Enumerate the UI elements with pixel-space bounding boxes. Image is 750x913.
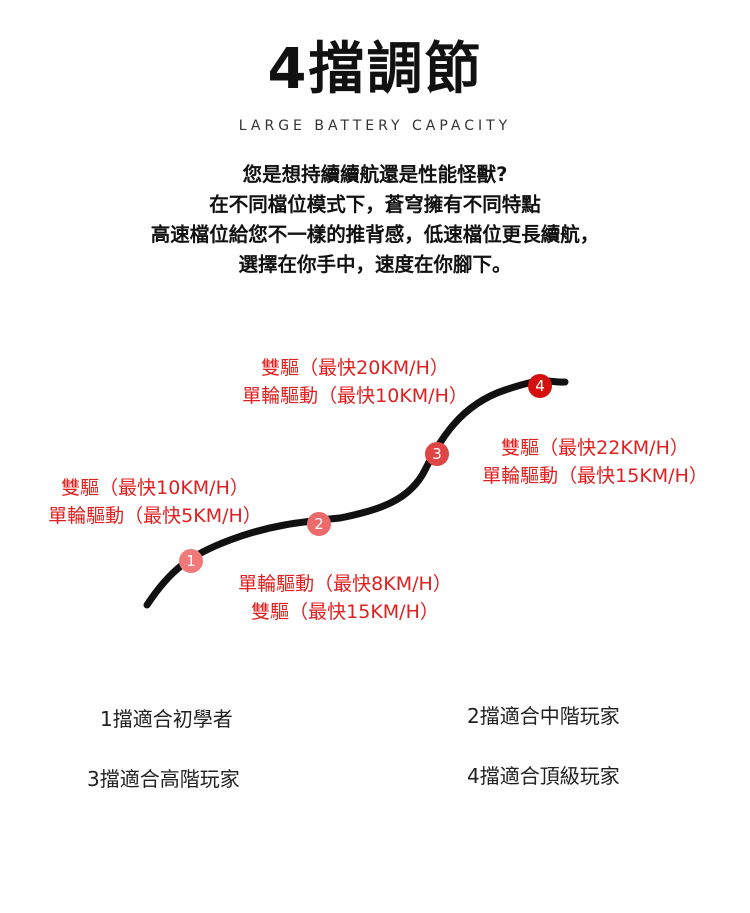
- gear-2-single-drive: 單輪驅動（最快5KM/H）: [48, 505, 262, 527]
- gear-1-suitability: 1擋適合初學者: [100, 707, 233, 731]
- description-line: 選擇在你手中，速度在你腳下。: [238, 253, 512, 276]
- gear-4-dual-drive: 雙驅（最快20KM/H）: [261, 357, 449, 379]
- gear-1-single-drive: 單輪驅動（最快8KM/H）: [238, 573, 452, 595]
- description: 您是想持續續航還是性能怪獸? 在不同檔位模式下，蒼穹擁有不同特點 高速檔位給您不…: [0, 160, 750, 280]
- gear-marker-2: 2: [307, 512, 331, 536]
- page-subtitle: LARGE BATTERY CAPACITY: [238, 118, 512, 134]
- gear-1-labels: 單輪驅動（最快8KM/H） 雙驅（最快15KM/H）: [200, 570, 490, 626]
- gear-2-dual-drive: 雙驅（最快10KM/H）: [61, 477, 249, 499]
- speed-curve-path: [143, 377, 569, 609]
- gear-3-single-drive: 單輪驅動（最快15KM/H）: [482, 465, 708, 487]
- description-line: 您是想持續續航還是性能怪獸?: [242, 163, 508, 186]
- gear-4-suitability: 4擋適合頂級玩家: [467, 764, 620, 788]
- description-line: 在不同檔位模式下，蒼穹擁有不同特點: [209, 193, 541, 216]
- gear-4-labels: 雙驅（最快20KM/H） 單輪驅動（最快10KM/H）: [200, 354, 510, 410]
- gear-marker-4: 4: [528, 374, 552, 398]
- gear-1-dual-drive: 雙驅（最快15KM/H）: [251, 601, 439, 623]
- gear-2-labels: 雙驅（最快10KM/H） 單輪驅動（最快5KM/H）: [20, 474, 290, 530]
- gear-2-suitability: 2擋適合中階玩家: [467, 704, 620, 728]
- gear-marker-3: 3: [425, 442, 449, 466]
- gear-4-single-drive: 單輪驅動（最快10KM/H）: [242, 385, 468, 407]
- gear-3-labels: 雙驅（最快22KM/H） 單輪驅動（最快15KM/H）: [455, 434, 735, 490]
- gear-3-suitability: 3擋適合高階玩家: [87, 767, 240, 791]
- page-title: 4擋調節: [267, 37, 483, 102]
- gear-marker-1: 1: [179, 549, 203, 573]
- description-line: 高速檔位給您不一樣的推背感，低速檔位更長續航，: [150, 223, 600, 246]
- gear-3-dual-drive: 雙驅（最快22KM/H）: [501, 437, 689, 459]
